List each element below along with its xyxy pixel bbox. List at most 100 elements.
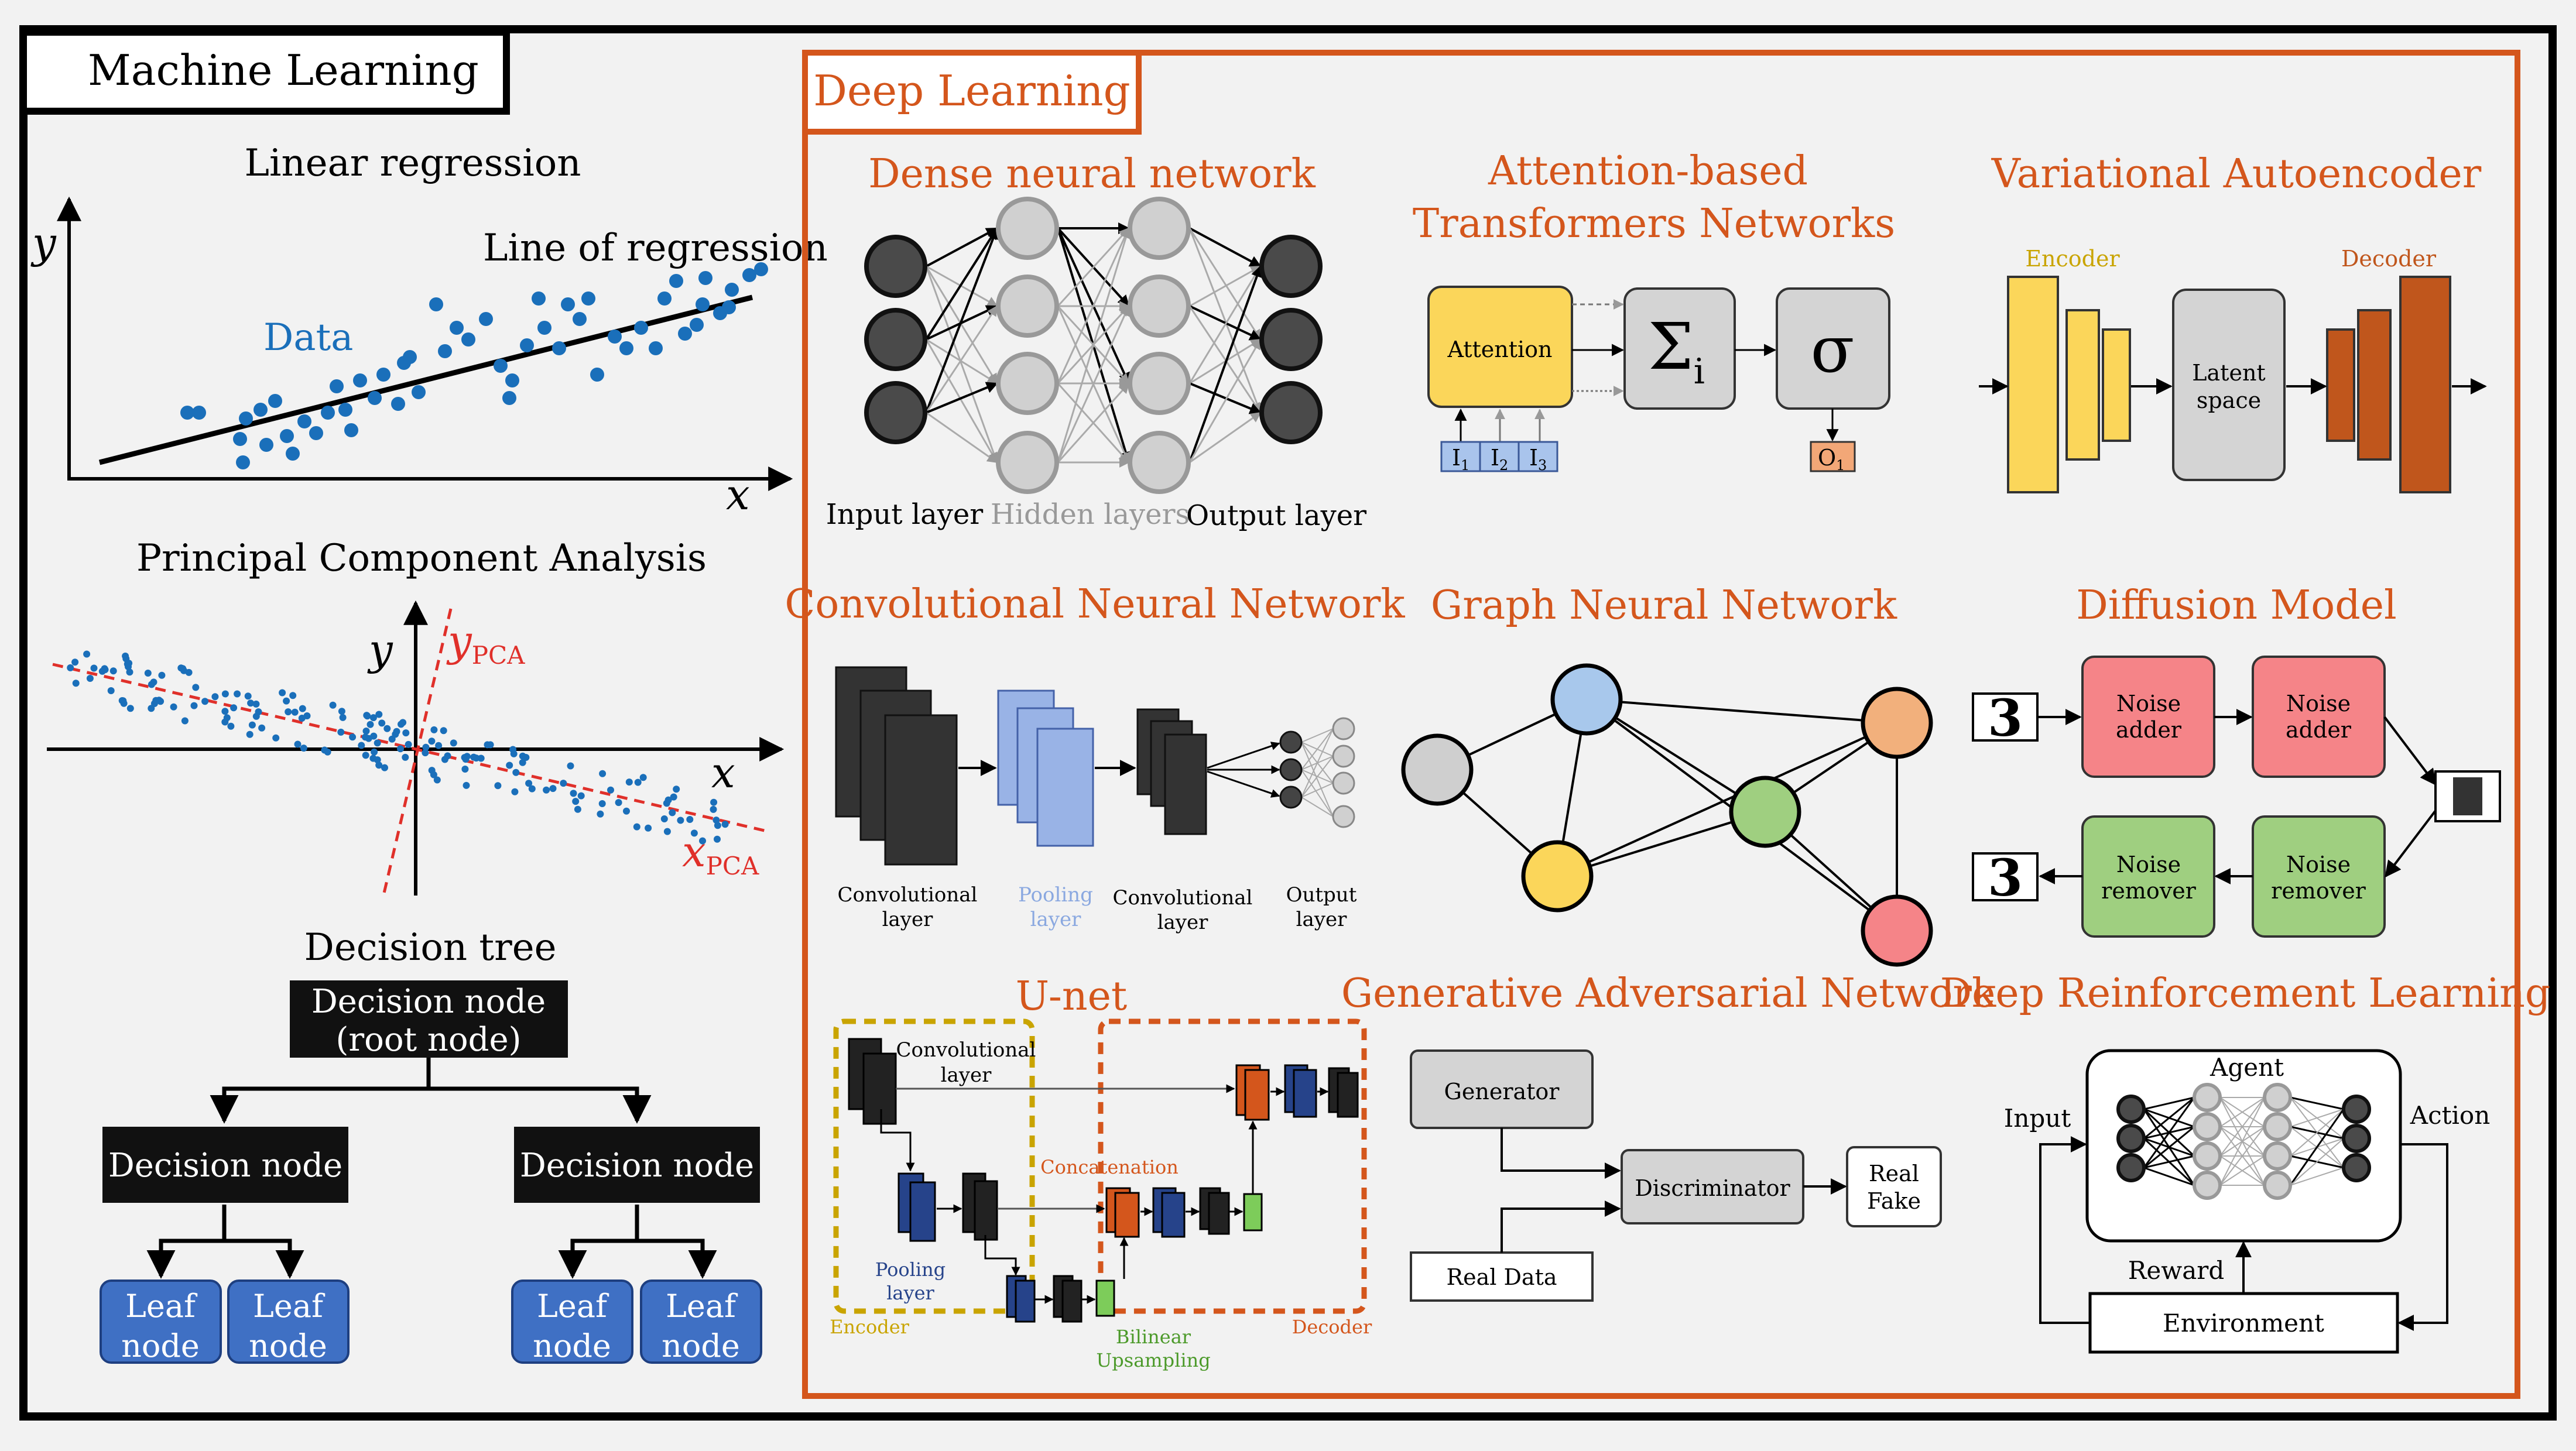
cnn-arrow bbox=[1207, 770, 1280, 798]
dense-connection bbox=[925, 266, 999, 464]
neuron bbox=[1128, 431, 1191, 494]
input-label: Input bbox=[2004, 1104, 2071, 1133]
dense-connection bbox=[926, 382, 998, 414]
data-point bbox=[233, 432, 247, 446]
drl-title: Deep Reinforcement Learning bbox=[1940, 970, 2551, 1017]
pca-point bbox=[258, 724, 266, 732]
concat-label: Concatenation bbox=[1040, 1156, 1179, 1178]
pca-point bbox=[291, 708, 299, 716]
input-token-2 bbox=[1479, 441, 1520, 472]
pca-point bbox=[375, 761, 383, 769]
gan-panel: Generative Adversarial Network Generator… bbox=[1341, 970, 1996, 1302]
pca-point bbox=[230, 704, 238, 712]
neuron bbox=[2342, 1124, 2371, 1153]
data-point bbox=[678, 327, 692, 341]
vae-panel: Variational Autoencoder Encoder Decoder … bbox=[1979, 151, 2487, 493]
pca-point bbox=[289, 692, 297, 699]
cnn-connection bbox=[1301, 769, 1334, 817]
denoised-digit: 3 bbox=[1988, 849, 2023, 908]
data-point bbox=[286, 447, 300, 461]
pca-point bbox=[374, 739, 381, 747]
pca-point bbox=[321, 746, 328, 754]
data-point bbox=[429, 297, 443, 311]
output-token bbox=[1810, 441, 1856, 472]
pca-point bbox=[572, 798, 580, 805]
real-label: Real bbox=[1869, 1161, 1919, 1186]
unet-conv-sublabel: layer bbox=[941, 1064, 992, 1087]
bilinear-label: Bilinear bbox=[1116, 1326, 1191, 1348]
data-point bbox=[180, 406, 194, 420]
pca-point bbox=[118, 697, 126, 704]
pca-point bbox=[294, 740, 302, 748]
pca-point bbox=[430, 771, 437, 778]
pca-point bbox=[364, 712, 371, 720]
pca-point bbox=[645, 824, 652, 832]
neuron bbox=[864, 308, 927, 371]
gan-title: Generative Adversarial Network bbox=[1341, 970, 1996, 1017]
pca-point bbox=[71, 658, 79, 666]
leaf-node bbox=[640, 1280, 762, 1364]
neuron bbox=[1128, 352, 1191, 415]
pca-point bbox=[337, 728, 345, 736]
clean-digit: 3 bbox=[1988, 689, 2023, 748]
cnn-arrow bbox=[1207, 742, 1280, 769]
pca-point bbox=[101, 665, 108, 673]
pca-point bbox=[383, 725, 391, 732]
pca-y-axis-line bbox=[382, 608, 453, 896]
pca-point bbox=[615, 799, 622, 807]
pca-point bbox=[369, 754, 377, 762]
cnn-connection bbox=[1301, 742, 1334, 817]
attention-title-2: Transformers Networks bbox=[1413, 201, 1895, 247]
pca-point bbox=[712, 817, 720, 824]
pca-point bbox=[339, 714, 347, 721]
cnn-connection bbox=[1301, 728, 1334, 770]
pca-point bbox=[244, 692, 252, 700]
pca-point bbox=[227, 722, 235, 730]
pca-point bbox=[405, 740, 412, 748]
hidden-layers-label: Hidden layers bbox=[991, 498, 1190, 531]
neuron bbox=[2193, 1083, 2222, 1112]
pca-point bbox=[506, 761, 513, 769]
neuron bbox=[1128, 197, 1191, 260]
root-node-sublabel: (root node) bbox=[336, 1021, 522, 1059]
data-point bbox=[391, 397, 405, 411]
pca-point bbox=[285, 708, 292, 716]
environment-label: Environment bbox=[2163, 1309, 2324, 1337]
pca-point bbox=[179, 665, 187, 673]
pca-point bbox=[639, 774, 647, 781]
noise-adder-2-sublabel: adder bbox=[2286, 717, 2352, 743]
neuron bbox=[1332, 717, 1355, 740]
bilinear-sublabel: Upsampling bbox=[1096, 1349, 1210, 1371]
neuron bbox=[2193, 1112, 2222, 1141]
dense-nn-panel: Dense neural network Input layer Hidden … bbox=[826, 151, 1366, 532]
data-point bbox=[353, 373, 367, 387]
agent-connection bbox=[2289, 1109, 2345, 1186]
gnn-panel: Graph Neural Network bbox=[1401, 582, 1933, 967]
linreg-y-label: y bbox=[30, 218, 57, 267]
pca-point bbox=[677, 817, 684, 824]
agent-connection bbox=[2290, 1096, 2344, 1110]
data-label: Data bbox=[263, 316, 353, 359]
pca-point bbox=[371, 748, 378, 756]
data-point bbox=[236, 455, 250, 469]
dense-connection bbox=[1057, 382, 1130, 464]
pca-point bbox=[109, 667, 117, 675]
pca-x-label: x bbox=[711, 748, 735, 797]
neuron bbox=[996, 431, 1059, 494]
cnn-conv2-sublabel: layer bbox=[1157, 911, 1208, 934]
data-point bbox=[368, 391, 382, 405]
input-token-3-label: I3 bbox=[1529, 445, 1547, 474]
pca-point bbox=[528, 785, 536, 793]
neuron bbox=[2116, 1153, 2146, 1182]
data-point bbox=[254, 403, 268, 417]
decoder-label: Decoder bbox=[2341, 246, 2437, 272]
cnn-connection bbox=[1301, 797, 1334, 817]
dense-connection bbox=[1057, 227, 1130, 307]
dense-connection bbox=[1189, 305, 1262, 341]
input-token-1-label: I1 bbox=[1452, 445, 1469, 474]
root-node bbox=[290, 980, 568, 1058]
dense-connection bbox=[1188, 228, 1262, 414]
pca-point bbox=[329, 701, 337, 709]
agent-connection bbox=[2290, 1109, 2344, 1157]
pca-point bbox=[283, 697, 290, 705]
